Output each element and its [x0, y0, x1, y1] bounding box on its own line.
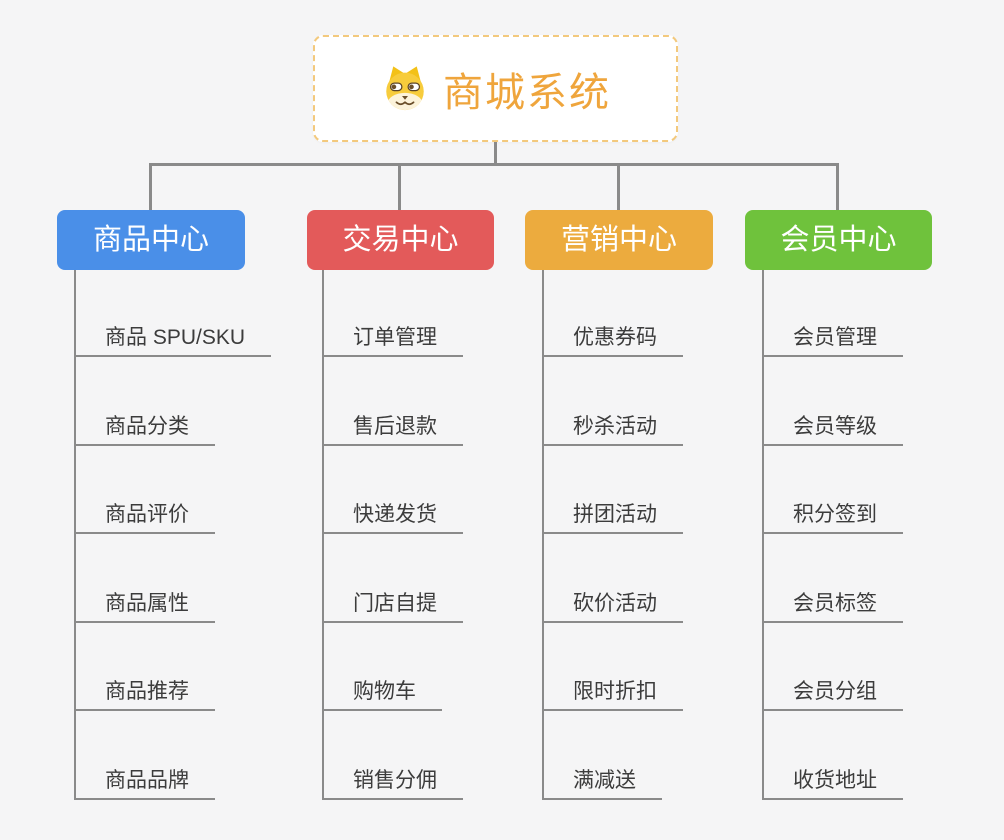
connector-branch-stub: [836, 163, 839, 210]
mindmap-item[interactable]: 限时折扣: [542, 679, 683, 711]
mindmap-item[interactable]: 会员等级: [762, 414, 903, 446]
mindmap-item[interactable]: 商品属性: [74, 591, 215, 623]
mindmap-item[interactable]: 收货地址: [762, 768, 903, 800]
branch-node-member-center[interactable]: 会员中心: [745, 210, 932, 270]
mindmap-item[interactable]: 门店自提: [322, 591, 463, 623]
connector-branch-stub: [617, 163, 620, 210]
mindmap-item[interactable]: 会员分组: [762, 679, 903, 711]
trunk-line: [542, 270, 544, 800]
mindmap-item[interactable]: 商品分类: [74, 414, 215, 446]
mindmap-item[interactable]: 满减送: [542, 768, 662, 800]
mindmap-item[interactable]: 会员管理: [762, 325, 903, 357]
dog-face-icon: [386, 65, 424, 110]
mindmap-item[interactable]: 砍价活动: [542, 591, 683, 623]
mindmap-item[interactable]: 快递发货: [322, 502, 463, 534]
trunk-line: [322, 270, 324, 800]
mindmap-item[interactable]: 销售分佣: [322, 768, 463, 800]
mindmap-item[interactable]: 商品品牌: [74, 768, 215, 800]
branch-node-trade-center[interactable]: 交易中心: [307, 210, 494, 270]
mindmap-item[interactable]: 订单管理: [322, 325, 463, 357]
mindmap-item[interactable]: 售后退款: [322, 414, 463, 446]
mindmap-item[interactable]: 会员标签: [762, 591, 903, 623]
root-title: 商城系统: [443, 70, 611, 115]
mindmap-item[interactable]: 积分签到: [762, 502, 903, 534]
mindmap-item[interactable]: 商品评价: [74, 502, 215, 534]
connector-branch-stub: [149, 163, 152, 210]
branch-node-marketing-center[interactable]: 营销中心: [525, 210, 713, 270]
mindmap-item[interactable]: 优惠券码: [542, 325, 683, 357]
mindmap-item[interactable]: 商品推荐: [74, 679, 215, 711]
mindmap-item[interactable]: 购物车: [322, 679, 442, 711]
mindmap-item[interactable]: 拼团活动: [542, 502, 683, 534]
connector-horizontal: [149, 163, 839, 166]
connector-root-stub: [494, 142, 497, 164]
trunk-line: [74, 270, 76, 800]
mindmap-item[interactable]: 秒杀活动: [542, 414, 683, 446]
branch-node-product-center[interactable]: 商品中心: [57, 210, 245, 270]
trunk-line: [762, 270, 764, 800]
root-node[interactable]: 商城系统: [313, 35, 678, 142]
mindmap-item[interactable]: 商品 SPU/SKU: [74, 325, 272, 357]
connector-branch-stub: [398, 163, 401, 210]
